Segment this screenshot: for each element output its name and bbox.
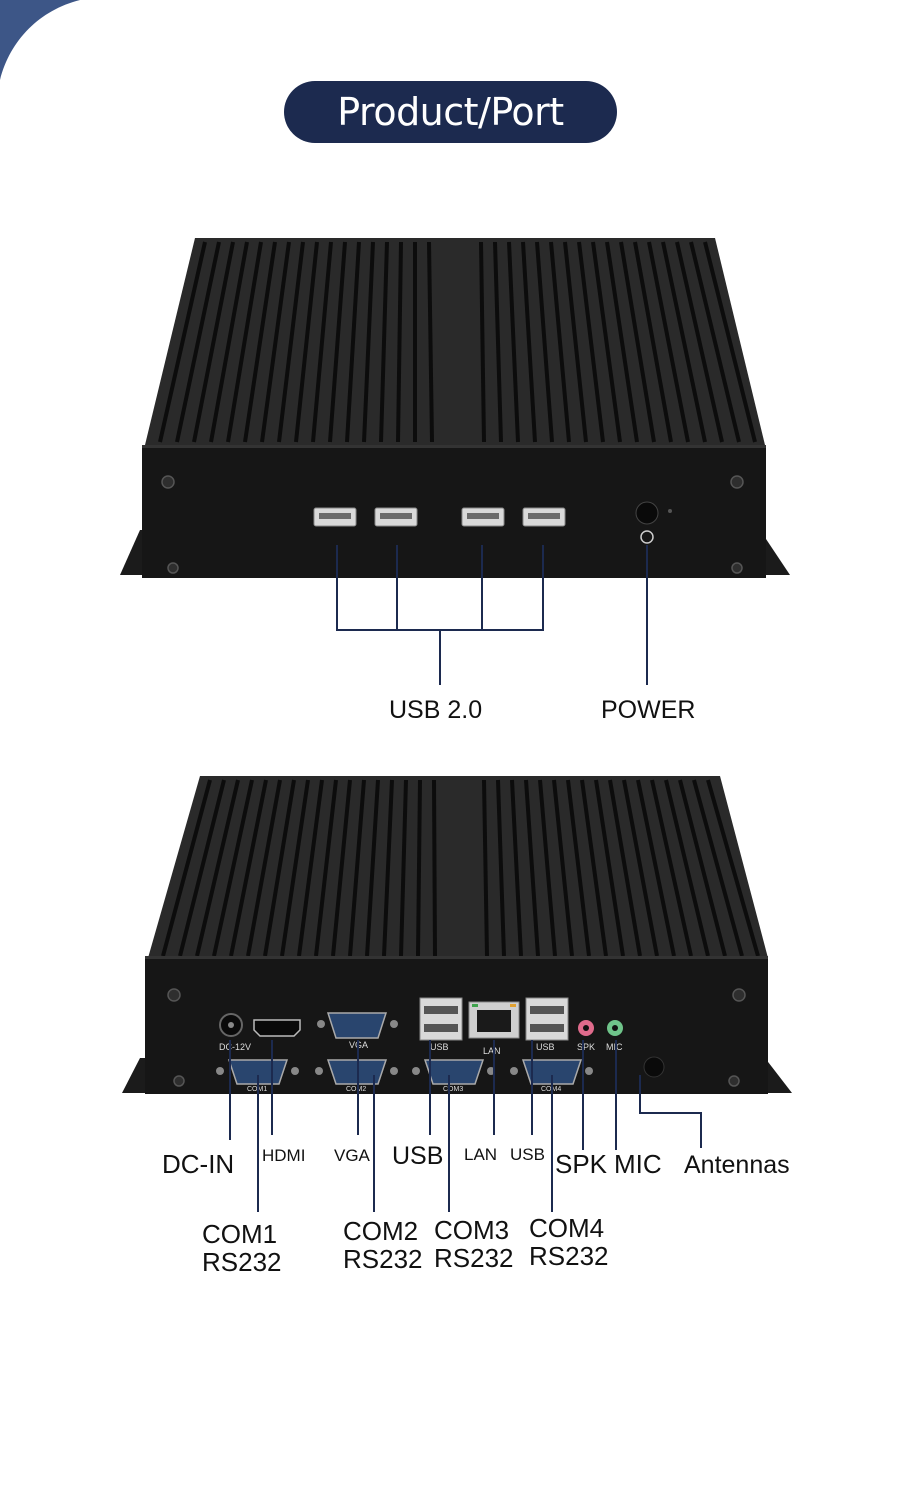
rear-panel-photo: DC-12V VGA USB LAN USB SPK MIC COM1 COM2…	[0, 768, 900, 1108]
label-antennas: Antennas	[684, 1151, 790, 1179]
corner-decoration	[0, 0, 80, 80]
panel-text-vga: VGA	[349, 1040, 368, 1050]
panel-text-mic: MIC	[606, 1042, 623, 1052]
panel-text-usb2: USB	[536, 1042, 555, 1052]
label-dc-in: DC-IN	[162, 1149, 235, 1179]
panel-text-com4: COM4	[541, 1086, 561, 1093]
panel-text-usb1: USB	[430, 1042, 449, 1052]
label-power: POWER	[601, 696, 696, 724]
label-mic: MIC	[614, 1149, 662, 1179]
label-vga: VGA	[334, 1146, 370, 1165]
panel-text-dc: DC-12V	[219, 1042, 251, 1052]
label-hdmi: HDMI	[262, 1146, 306, 1165]
label-usb-left: USB	[392, 1142, 444, 1170]
panel-text-spk: SPK	[577, 1042, 595, 1052]
label-usb-right: USB	[510, 1145, 545, 1164]
label-spk: SPK	[555, 1149, 608, 1179]
label-usb-2: USB 2.0	[389, 696, 483, 724]
panel-text-lan: LAN	[483, 1046, 501, 1056]
panel-text-com2: COM2	[346, 1086, 366, 1093]
front-panel-photo	[0, 230, 900, 590]
page-title: Product/Port	[284, 81, 617, 143]
panel-text-com1: COM1	[247, 1086, 267, 1093]
panel-text-com3: COM3	[443, 1086, 463, 1093]
label-lan: LAN	[464, 1145, 498, 1164]
